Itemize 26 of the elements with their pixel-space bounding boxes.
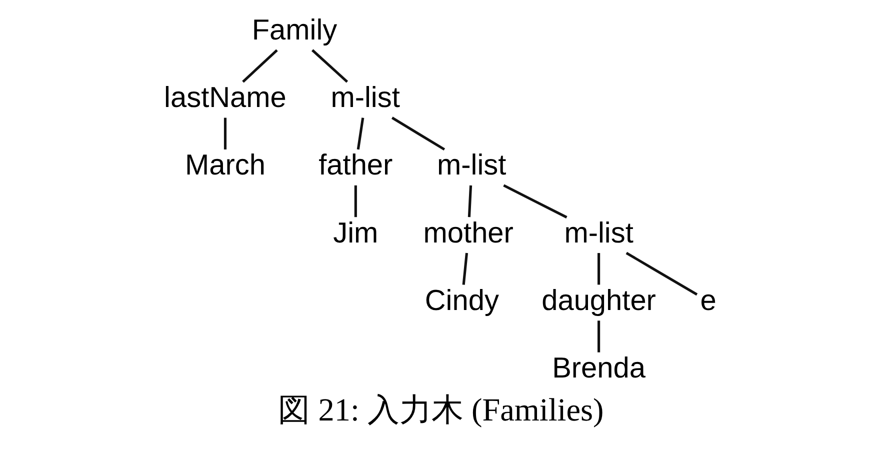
connector: [462, 252, 468, 285]
node-text: March: [184, 150, 265, 182]
node-text: Family: [251, 14, 337, 46]
connector: [356, 118, 364, 150]
connector: [597, 253, 600, 285]
connector: [502, 184, 567, 218]
node-text: mother: [422, 217, 513, 250]
connector: [223, 118, 226, 150]
node-text: Jim: [332, 217, 378, 250]
connector: [597, 320, 600, 352]
connector: [390, 116, 445, 151]
connector: [242, 49, 278, 83]
node-text: m-list: [330, 82, 400, 114]
node-text: e: [700, 284, 716, 317]
connector: [625, 252, 698, 296]
node-text: lastName: [164, 82, 286, 114]
node-text: daughter: [541, 284, 656, 317]
node-text: m-list: [564, 217, 633, 250]
node-text: m-list: [436, 150, 506, 182]
node-text: father: [318, 150, 392, 182]
connector: [467, 185, 472, 218]
connector: [310, 49, 348, 83]
connector: [354, 185, 356, 218]
node-text: Brenda: [552, 352, 646, 384]
caption: 図 21: 入力木 (Families): [278, 391, 604, 428]
node-text: Cindy: [424, 284, 498, 317]
